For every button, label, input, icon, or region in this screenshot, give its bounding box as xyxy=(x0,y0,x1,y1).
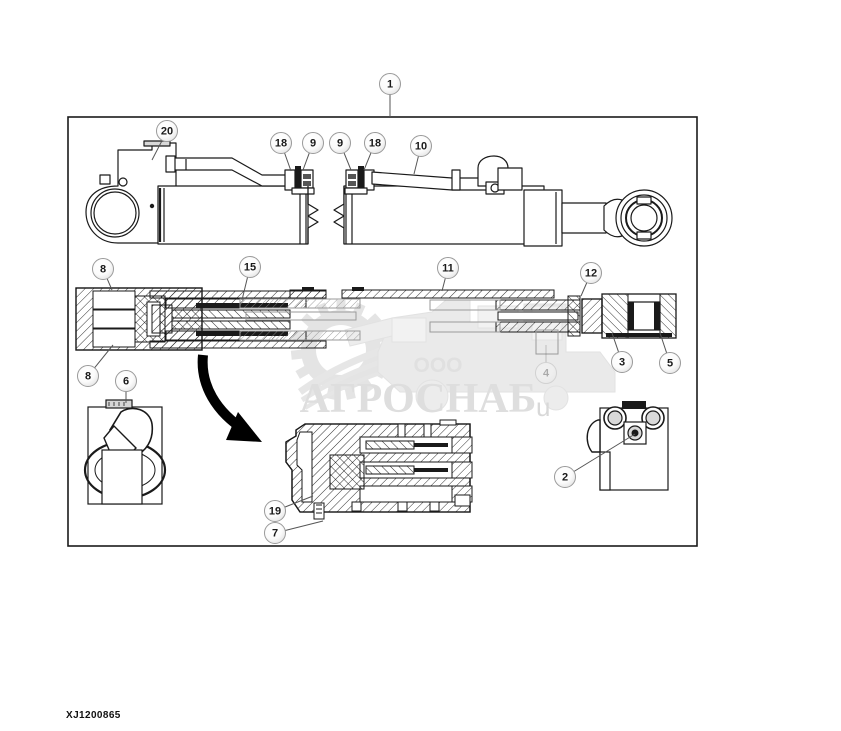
callout-leader xyxy=(441,278,446,292)
callout-leader xyxy=(580,282,588,297)
callout-leader xyxy=(343,152,352,171)
callout-balloon[interactable] xyxy=(379,73,401,95)
callout-4[interactable]: 4 xyxy=(535,345,557,384)
port-block-detail-left xyxy=(83,399,167,505)
callout-number: 9 xyxy=(310,138,316,150)
diagram-frame xyxy=(67,116,698,547)
callout-leader xyxy=(659,332,668,354)
callout-number: 8 xyxy=(100,264,106,276)
callout-10[interactable]: 10 xyxy=(410,135,432,175)
callout-7[interactable]: 7 xyxy=(264,520,324,544)
callout-number: 19 xyxy=(269,506,281,518)
callout-20[interactable]: 20 xyxy=(151,120,178,161)
callout-number: 6 xyxy=(123,376,129,388)
callout-number: 18 xyxy=(275,138,287,150)
callout-balloon[interactable] xyxy=(410,135,432,157)
callout-1[interactable]: 1 xyxy=(379,73,401,118)
callout-balloon[interactable] xyxy=(364,132,386,154)
callout-balloon[interactable] xyxy=(659,352,681,374)
callout-9[interactable]: 9 xyxy=(329,132,352,171)
valve-detail-view xyxy=(285,419,473,520)
callout-18[interactable]: 18 xyxy=(363,132,386,171)
callout-balloon[interactable] xyxy=(92,258,114,280)
watermark-stray-letter: u xyxy=(536,392,551,422)
callout-balloon[interactable] xyxy=(302,132,324,154)
callout-5[interactable]: 5 xyxy=(659,332,681,374)
callout-leader xyxy=(94,344,114,369)
callout-leader xyxy=(241,277,249,301)
callout-leader xyxy=(413,156,419,175)
callout-12[interactable]: 12 xyxy=(580,262,602,297)
callout-number: 1 xyxy=(387,79,393,91)
callout-number: 12 xyxy=(585,268,597,280)
callout-3[interactable]: 3 xyxy=(611,332,633,373)
callout-15[interactable]: 15 xyxy=(239,256,261,301)
callout-balloon[interactable] xyxy=(264,500,286,522)
callout-balloon[interactable] xyxy=(611,351,633,373)
watermark-agrosnab: ООО АГРОСНАБ xyxy=(290,299,616,422)
callout-balloon[interactable] xyxy=(115,370,137,392)
callout-balloon[interactable] xyxy=(156,120,178,142)
callout-layer: 1 20 18 9 9 18 10 8 15 11 12 8 3 5 4 6 2 19 7 xyxy=(77,73,681,544)
callout-number: 2 xyxy=(562,472,568,484)
callout-balloon[interactable] xyxy=(270,132,292,154)
callout-8[interactable]: 8 xyxy=(92,258,114,291)
callout-leader xyxy=(151,140,163,161)
detail-zoom-arrow-icon xyxy=(197,354,262,442)
callout-number: 4 xyxy=(543,368,550,380)
callout-balloon[interactable] xyxy=(264,522,286,544)
cylinder-assembly-outline-right xyxy=(333,155,673,247)
callout-8[interactable]: 8 xyxy=(77,344,114,387)
callout-leader xyxy=(284,495,314,508)
callout-balloon[interactable] xyxy=(329,132,351,154)
callout-balloon[interactable] xyxy=(554,466,576,488)
part-code-label: XJ1200865 xyxy=(66,710,121,721)
callout-number: 3 xyxy=(619,357,625,369)
callout-balloon[interactable] xyxy=(535,362,557,384)
callout-leader xyxy=(285,520,324,531)
callout-balloon[interactable] xyxy=(77,365,99,387)
watermark-agrosnab-text: АГРОСНАБ xyxy=(300,376,537,422)
callout-number: 18 xyxy=(369,138,381,150)
callout-number: 11 xyxy=(442,263,454,275)
callout-leader xyxy=(573,433,636,472)
callout-2[interactable]: 2 xyxy=(554,433,636,488)
cylinder-assembly-outline xyxy=(85,140,319,245)
watermark-ooo: ООО xyxy=(413,354,462,377)
callout-balloon[interactable] xyxy=(437,257,459,279)
callout-leader xyxy=(284,152,292,172)
callout-18[interactable]: 18 xyxy=(270,132,292,172)
callout-number: 10 xyxy=(415,141,427,153)
callout-6[interactable]: 6 xyxy=(115,370,137,404)
callout-number: 5 xyxy=(667,358,673,370)
callout-leader xyxy=(302,152,310,171)
callout-leader xyxy=(611,332,620,353)
callout-leader xyxy=(106,278,113,291)
callout-number: 9 xyxy=(337,138,343,150)
callout-leader xyxy=(363,152,372,171)
cylinder-section-view xyxy=(75,287,677,355)
callout-balloon[interactable] xyxy=(580,262,602,284)
callout-number: 7 xyxy=(272,528,278,540)
callout-number: 8 xyxy=(85,371,91,383)
port-block-detail-right xyxy=(586,401,669,491)
callout-19[interactable]: 19 xyxy=(264,495,314,522)
callout-number: 20 xyxy=(161,126,173,138)
callout-9[interactable]: 9 xyxy=(302,132,324,171)
callout-balloon[interactable] xyxy=(239,256,261,278)
callout-11[interactable]: 11 xyxy=(437,257,459,292)
callout-number: 15 xyxy=(244,262,256,274)
